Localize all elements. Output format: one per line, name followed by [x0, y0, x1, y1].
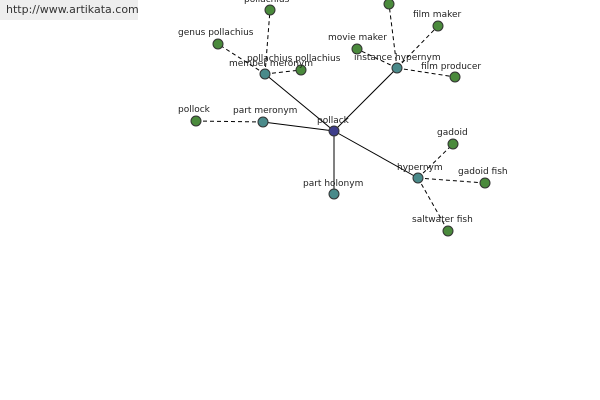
edge-relation-to-term	[195, 120, 264, 123]
edge-center-to-relation	[333, 130, 419, 179]
edge-relation-to-term	[396, 25, 439, 69]
term-label[interactable]: gadoid fish	[458, 167, 508, 177]
edge-relation-to-term	[417, 177, 486, 184]
term-label[interactable]: movie maker	[328, 33, 387, 43]
relation-node[interactable]	[259, 68, 271, 80]
edge-relation-to-term	[396, 67, 456, 78]
term-node[interactable]	[295, 64, 307, 76]
term-node[interactable]	[351, 43, 363, 55]
edge-relation-to-term	[356, 48, 398, 69]
edge-center-to-relation	[333, 67, 398, 132]
term-node[interactable]	[449, 71, 461, 83]
graph-nodes	[190, 0, 491, 237]
relation-label[interactable]: part holonym	[303, 179, 363, 189]
edge-relation-to-term	[417, 177, 449, 232]
term-label[interactable]: pollachius	[244, 0, 290, 5]
relation-label[interactable]: instance hypernym	[354, 53, 441, 63]
center-label[interactable]: pollack	[317, 116, 350, 126]
edge-center-to-relation	[264, 73, 335, 132]
edge-relation-to-term	[264, 69, 302, 75]
term-node[interactable]	[264, 4, 276, 16]
term-label[interactable]: film producer	[421, 62, 481, 72]
edge-center-to-relation	[262, 121, 335, 132]
term-node[interactable]	[190, 115, 202, 127]
term-node[interactable]	[447, 138, 459, 150]
term-label[interactable]: gadoid	[437, 128, 468, 138]
term-label[interactable]: genus pollachius	[178, 28, 254, 38]
term-label[interactable]: saltwater fish	[412, 215, 473, 225]
relation-label[interactable]: part meronym	[233, 106, 297, 116]
term-node[interactable]	[383, 0, 395, 10]
term-node[interactable]	[442, 225, 454, 237]
relation-label[interactable]: hypernym	[397, 163, 443, 173]
url-banner[interactable]: http://www.artikata.com	[0, 0, 139, 20]
term-node[interactable]	[432, 20, 444, 32]
graph-edges	[195, 3, 486, 232]
term-node[interactable]	[212, 38, 224, 50]
edge-relation-to-term	[417, 143, 454, 179]
term-label[interactable]: pollock	[178, 105, 211, 115]
term-label[interactable]: film maker	[413, 10, 462, 20]
term-label[interactable]: pollachius pollachius	[247, 54, 341, 64]
relation-node[interactable]	[328, 188, 340, 200]
edge-relation-to-term	[264, 9, 271, 75]
edge-relation-to-term	[388, 3, 398, 69]
relation-label[interactable]: member meronym	[229, 59, 313, 69]
edge-relation-to-term	[217, 43, 266, 75]
relation-node[interactable]	[257, 116, 269, 128]
graph-labels: pollack member meronym pollachius genus pol…	[178, 0, 508, 225]
relation-node[interactable]	[412, 172, 424, 184]
term-node[interactable]	[479, 177, 491, 189]
relation-node[interactable]	[391, 62, 403, 74]
center-node[interactable]	[328, 125, 340, 137]
